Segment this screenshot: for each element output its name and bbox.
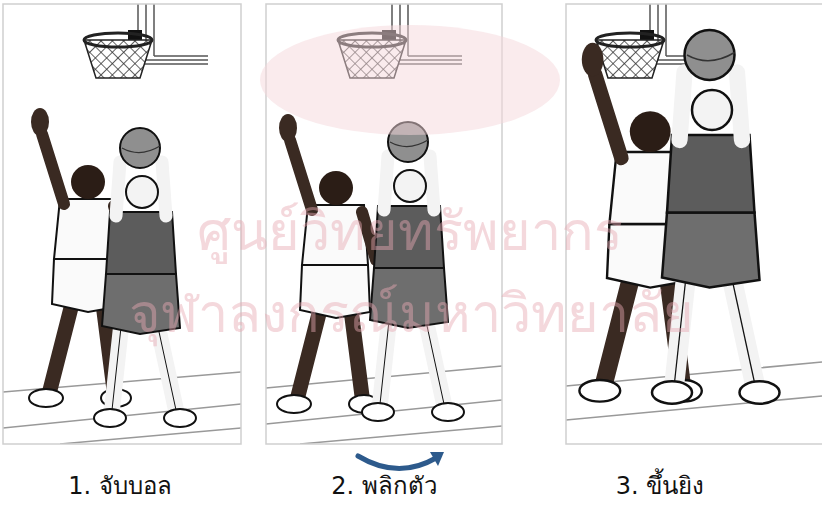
arrow-head — [430, 452, 444, 466]
panel-one — [3, 4, 241, 444]
panel-frame — [566, 4, 822, 444]
watermark-text: จุฬาลงกรณ์มหาวิทยาลัย — [0, 282, 822, 347]
panel-frame — [3, 4, 241, 444]
watermark-emblem — [260, 25, 560, 135]
rotation-arrow — [358, 456, 436, 469]
step-caption: 3. ขึ้นยิง — [560, 472, 760, 501]
step-caption: 2. พลิกตัว — [284, 472, 484, 501]
panel-three — [566, 4, 822, 444]
step-caption: 1. จับบอล — [20, 472, 220, 501]
watermark-text: ศูนย์วิทยทรัพยากร — [40, 200, 780, 265]
